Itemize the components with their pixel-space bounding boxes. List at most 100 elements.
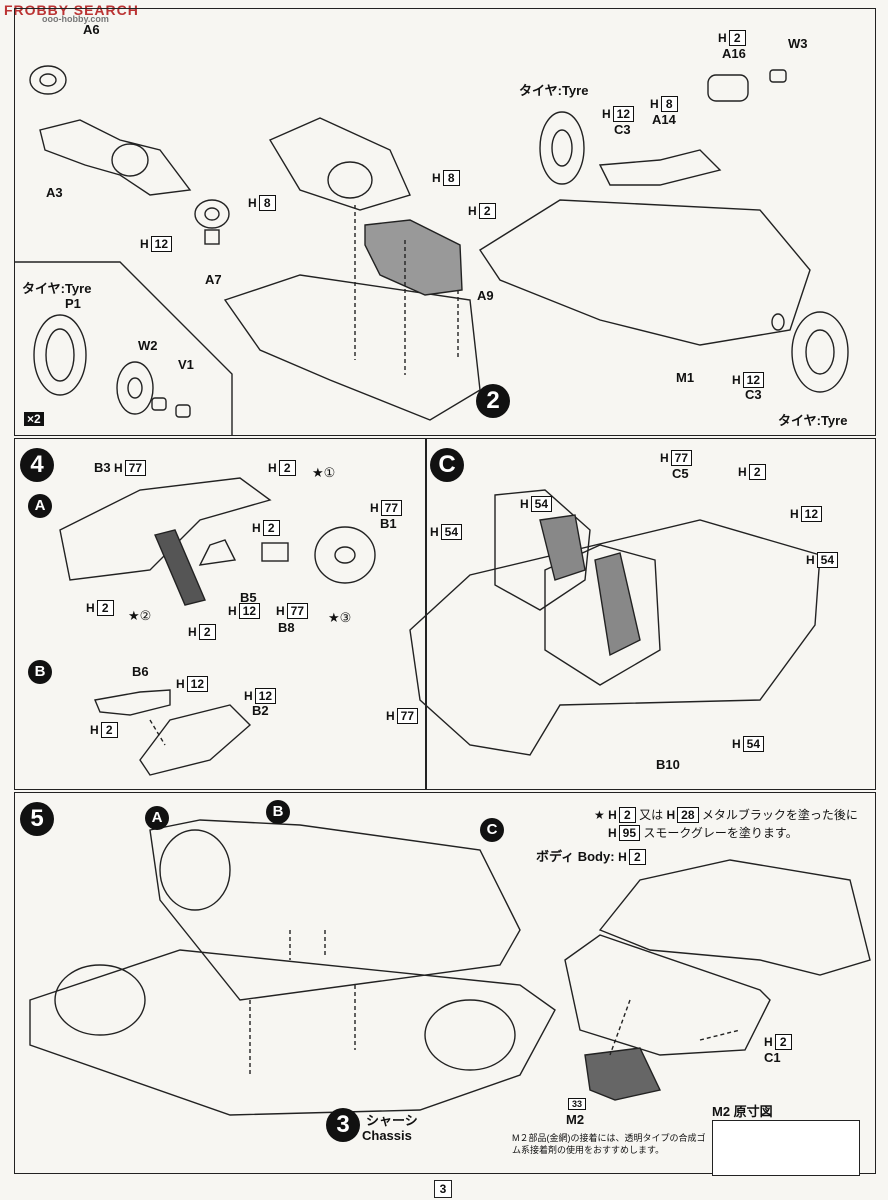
label-p1: P1 bbox=[65, 296, 81, 311]
label-b3: B3 bbox=[94, 460, 111, 475]
part-a14 bbox=[598, 149, 722, 186]
star-2: ★② bbox=[128, 608, 152, 623]
watermark-sub: ooo-hobby.com bbox=[42, 14, 109, 24]
label-m2: M2 bbox=[566, 1112, 585, 1127]
part-w3 bbox=[769, 69, 787, 83]
label-v1: V1 bbox=[178, 357, 194, 372]
label-b5: B5 bbox=[240, 590, 257, 605]
star-1: ★① bbox=[312, 465, 336, 480]
label-a3: A3 bbox=[46, 185, 63, 200]
label-tyre-lower: タイヤ:Tyre bbox=[778, 413, 848, 428]
part-b8 bbox=[261, 542, 289, 562]
chassis-rear-2 bbox=[479, 199, 811, 346]
label-b2: B2 bbox=[252, 703, 269, 718]
qty-badge: ×2 bbox=[24, 412, 44, 426]
chassis-badge: 3 bbox=[326, 1108, 360, 1142]
part-b2 bbox=[139, 704, 252, 776]
label-a16: A16 bbox=[722, 46, 746, 61]
panel-step-5 bbox=[14, 792, 876, 1174]
step-c-badge: C bbox=[430, 448, 464, 482]
label-chassis-jp: シャーシ bbox=[366, 1113, 418, 1128]
rear-suspension-1 bbox=[268, 117, 411, 211]
part-m2 bbox=[584, 1047, 662, 1101]
label-w2: W2 bbox=[138, 338, 158, 353]
label-c3-upper: C3 bbox=[614, 122, 631, 137]
label-c1: C1 bbox=[764, 1050, 781, 1065]
label-c5: C5 bbox=[672, 466, 689, 481]
label-c3-lower: C3 bbox=[745, 387, 762, 402]
chassis-step5 bbox=[29, 949, 556, 1116]
seat-left bbox=[494, 489, 591, 611]
label-b10: B10 bbox=[656, 757, 680, 772]
part-b5 bbox=[198, 539, 237, 566]
part-v1-a bbox=[151, 397, 167, 411]
part-a9 bbox=[364, 219, 463, 296]
interior-assembly bbox=[149, 819, 521, 1001]
label-a14: A14 bbox=[652, 112, 676, 127]
label-m1: M1 bbox=[676, 370, 695, 385]
sub-b-badge: B bbox=[28, 660, 52, 684]
panel-step-4 bbox=[14, 438, 426, 790]
label-b1: B1 bbox=[380, 516, 397, 531]
part-p1 bbox=[33, 314, 87, 396]
body-shell bbox=[598, 859, 871, 976]
label-w3: W3 bbox=[788, 36, 808, 51]
part-b1 bbox=[314, 526, 376, 584]
m2-scale-box bbox=[712, 1120, 860, 1176]
label-a7: A7 bbox=[205, 272, 222, 287]
label-tyre-upper: タイヤ:Tyre bbox=[519, 83, 589, 98]
step-4-badge: 4 bbox=[20, 448, 54, 482]
step5-sub-c: C bbox=[480, 818, 504, 842]
page-number: 3 bbox=[434, 1180, 452, 1198]
label-a9: A9 bbox=[477, 288, 494, 303]
part-b10 bbox=[409, 519, 821, 756]
label-b8: B8 bbox=[278, 620, 295, 635]
chassis-rear-1 bbox=[223, 274, 481, 421]
rear-tyre-lower bbox=[791, 311, 849, 393]
star-3: ★③ bbox=[328, 610, 352, 625]
label-a6: A6 bbox=[83, 22, 100, 37]
dash-wheel bbox=[159, 829, 231, 911]
part-a7 bbox=[194, 199, 230, 229]
tyre-box-border bbox=[14, 261, 233, 436]
step5-sub-a: A bbox=[145, 806, 169, 830]
console-panel bbox=[154, 529, 206, 606]
label-b6: B6 bbox=[132, 664, 149, 679]
seat-right bbox=[544, 544, 661, 686]
step5-sub-b: B bbox=[266, 800, 290, 824]
rear-wheel bbox=[424, 999, 516, 1071]
front-wheel bbox=[54, 964, 146, 1036]
part-b6 bbox=[94, 689, 171, 716]
m2-adhesive-note: M２部品(金網)の接着には、透明タイプの合成ゴム系接着剤の使用をおすすめします。 bbox=[512, 1133, 706, 1155]
part-v1-b bbox=[175, 404, 191, 418]
part-b3 bbox=[59, 477, 272, 581]
